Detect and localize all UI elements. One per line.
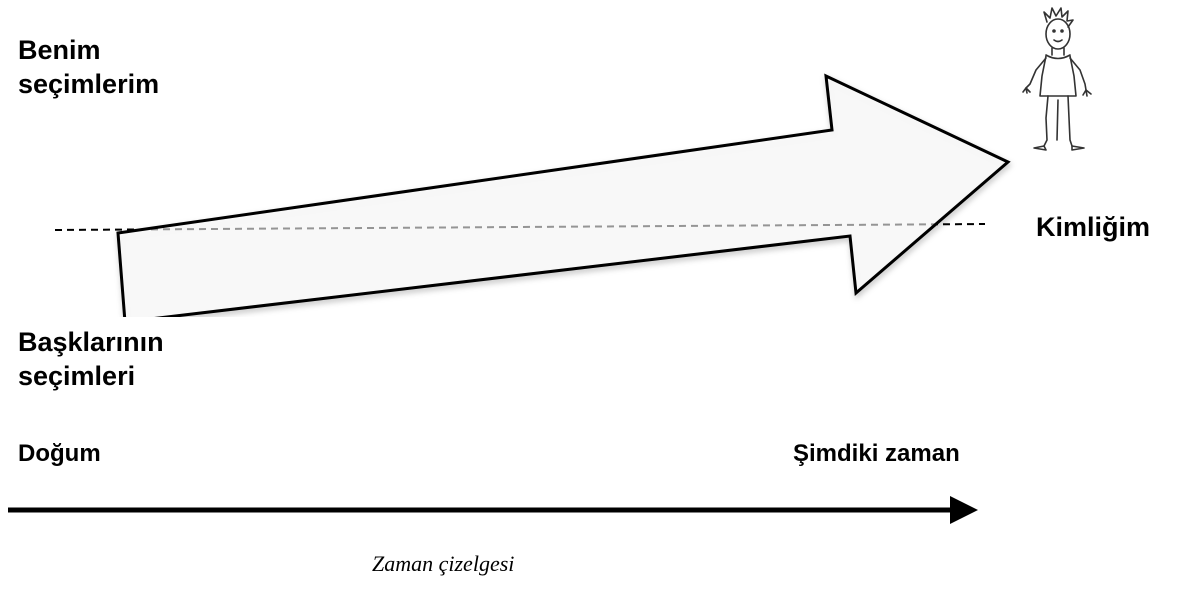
my-choices-label-line1: Benim (18, 35, 101, 65)
birth-label: Doğum (18, 440, 101, 467)
timeline-arrow-icon (8, 496, 978, 524)
person-sketch-icon (1022, 7, 1092, 151)
label-mask (0, 317, 290, 397)
identity-label: Kimliğim (1036, 212, 1151, 242)
my-choices-label-line2: seçimlerim (18, 69, 160, 99)
others-choices-label-line2: seçimleri (18, 361, 136, 391)
my-choices-label: Benim seçimlerim (18, 33, 159, 101)
others-choices-label-line1: Başklarının (18, 327, 164, 357)
others-choices-label: Başklarının seçimleri (18, 325, 164, 393)
timeline-label: Zaman çizelgesi (372, 551, 515, 576)
present-time-label: Şimdiki zaman (793, 440, 960, 467)
choice-arrow-icon (116, 73, 1011, 324)
